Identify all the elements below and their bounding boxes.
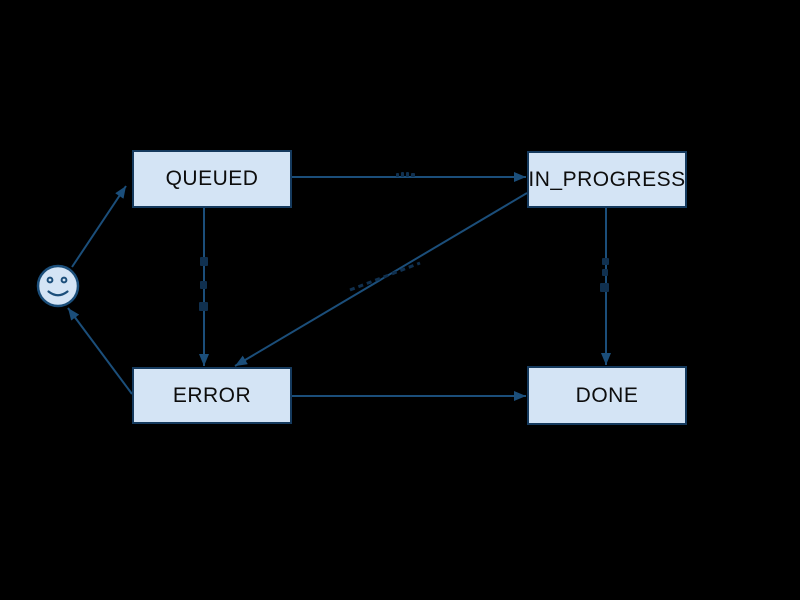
edge-label-marks-queued-to-error [200, 281, 207, 289]
node-in-progress: IN_PROGRESS [527, 151, 687, 208]
edge-label-marks-queued-to-in-progress [401, 172, 404, 177]
edge-label-marks-in-progress-to-done [600, 283, 609, 292]
node-done-label: DONE [575, 383, 639, 407]
edge-label-marks-queued-to-error [200, 257, 208, 266]
smiley-mouth [47, 290, 69, 297]
node-queued: QUEUED [132, 150, 292, 208]
node-done: DONE [527, 366, 687, 425]
node-in-progress-label: IN_PROGRESS [528, 167, 686, 191]
node-error: ERROR [132, 367, 292, 424]
node-error-label: ERROR [172, 383, 252, 407]
edge-label-marks-queued-to-in-progress [411, 173, 415, 177]
smiley-left-eye [46, 276, 54, 284]
edge-error-to-start [67, 307, 133, 395]
smiley-right-eye [60, 276, 68, 284]
edge-label-marks-in-progress-to-error [349, 261, 421, 292]
node-queued-label: QUEUED [165, 167, 259, 190]
edge-start-to-queued [71, 185, 127, 268]
edge-label-marks-in-progress-to-done [602, 258, 609, 265]
edge-in-progress-to-error [234, 192, 528, 367]
edge-label-marks-queued-to-in-progress [406, 172, 409, 177]
start-state-smiley-icon [36, 264, 80, 308]
edge-label-marks-queued-to-error [199, 302, 208, 311]
edge-label-marks-in-progress-to-done [602, 269, 608, 276]
edge-label-marks-queued-to-in-progress [396, 173, 399, 177]
